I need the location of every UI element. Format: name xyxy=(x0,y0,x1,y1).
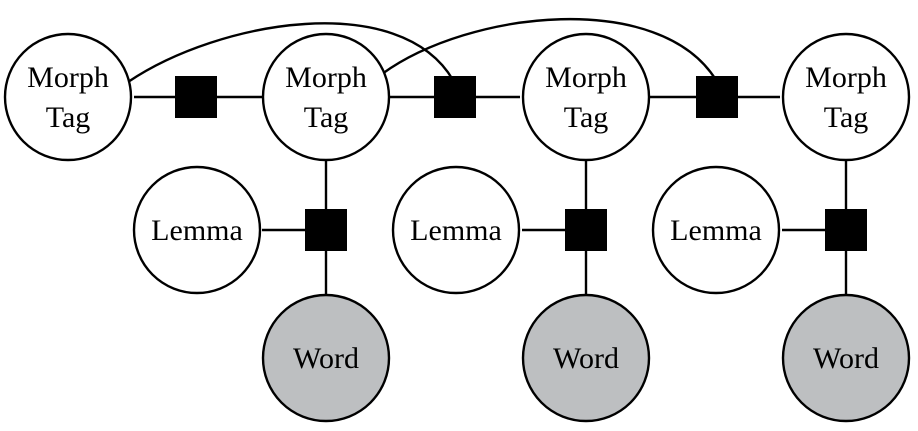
lemma-circle xyxy=(651,165,781,295)
lemma-label: Lemma xyxy=(151,214,243,247)
morph-tag-label-line1: Morph xyxy=(545,61,627,94)
morph-tag-label-line2: Tag xyxy=(564,101,609,134)
morph-tag-node-1: Morph Tag xyxy=(3,32,133,162)
morph-tag-circle xyxy=(3,32,133,162)
lemma-circle xyxy=(132,165,262,295)
factor-square-transition-3 xyxy=(696,76,738,118)
factor-square-transition-2 xyxy=(434,76,476,118)
morph-tag-label-line2: Tag xyxy=(46,101,91,134)
word-circle xyxy=(521,293,651,423)
morph-tag-node-2: Morph Tag xyxy=(261,32,391,162)
lemma-node-2: Lemma xyxy=(391,165,521,295)
morph-tag-node-3: Morph Tag xyxy=(521,32,651,162)
morph-tag-label-line1: Morph xyxy=(805,61,887,94)
morph-tag-circle xyxy=(781,32,911,162)
word-node-2: Word xyxy=(521,293,651,423)
lemma-circle xyxy=(391,165,521,295)
word-node-3: Word xyxy=(781,293,911,423)
morph-tag-label-line2: Tag xyxy=(824,101,869,134)
morph-tag-circle xyxy=(261,32,391,162)
lemma-label: Lemma xyxy=(410,214,502,247)
morph-tag-circle xyxy=(521,32,651,162)
word-circle xyxy=(261,293,391,423)
morph-tag-label-line1: Morph xyxy=(27,61,109,94)
morph-tag-label-line2: Tag xyxy=(304,101,349,134)
factor-square-transition-1 xyxy=(175,76,217,118)
lemma-label: Lemma xyxy=(670,214,762,247)
lemma-node-3: Lemma xyxy=(651,165,781,295)
arc-morph2-to-factor3 xyxy=(381,17,718,81)
word-label: Word xyxy=(813,342,879,375)
word-node-1: Word xyxy=(261,293,391,423)
word-label: Word xyxy=(553,342,619,375)
word-label: Word xyxy=(293,342,359,375)
factor-square-emission-3 xyxy=(825,209,867,251)
word-circle xyxy=(781,293,911,423)
factor-square-emission-2 xyxy=(565,209,607,251)
factor-square-emission-1 xyxy=(305,209,347,251)
morph-tag-label-line1: Morph xyxy=(285,61,367,94)
morph-tag-node-4: Morph Tag xyxy=(781,32,911,162)
lemma-node-1: Lemma xyxy=(132,165,262,295)
